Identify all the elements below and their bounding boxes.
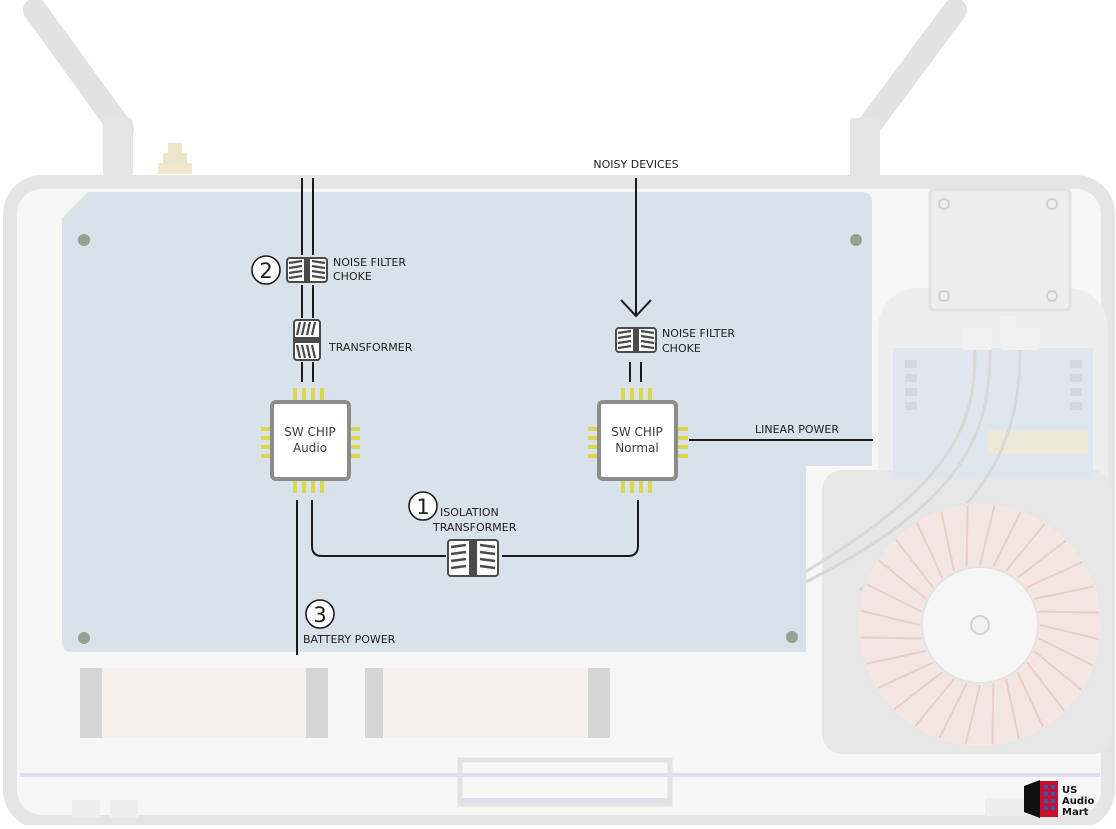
toroid-winding (877, 661, 934, 689)
right-antenna (850, 0, 967, 182)
toroid-winding (938, 683, 968, 739)
psu-board (893, 348, 1093, 478)
toroid-winding (866, 583, 922, 613)
logo-line1: US (1062, 785, 1077, 796)
marker-1: 1 (408, 491, 438, 521)
sw-chip-audio-line1: SW CHIP (284, 425, 335, 439)
noise-filter-choke-left (286, 257, 328, 283)
label-noise-filter-left-2: CHOKE (333, 270, 372, 283)
label-noise-filter-left-1: NOISE FILTER (333, 256, 406, 269)
marker-3-label: 3 (313, 603, 326, 627)
logo-line3: Mart (1062, 807, 1089, 818)
speaker-icon (1024, 780, 1058, 818)
toroid-winding (1005, 523, 1046, 572)
label-battery-power: BATTERY POWER (303, 633, 396, 646)
main-board (62, 192, 872, 652)
noise-filter-choke-right (615, 327, 657, 353)
toroid-winding (992, 511, 1022, 567)
sw-chip-audio: SW CHIP Audio (261, 388, 360, 493)
toroid-winding (1039, 624, 1100, 641)
sw-chip-normal-line1: SW CHIP (611, 425, 662, 439)
toroid-winding (991, 683, 995, 745)
label-noise-filter-right-1: NOISE FILTER (662, 327, 735, 340)
toroid-winding (1005, 678, 1020, 739)
toroid-winding (893, 671, 944, 710)
toroid-winding (878, 559, 927, 600)
toroid-winding (1026, 561, 1083, 589)
toroid-winding (964, 684, 981, 745)
bottom-modules (80, 668, 610, 738)
heatsink-block (928, 188, 1072, 312)
marker-2-label: 2 (259, 259, 272, 283)
logo-line2: Audio (1062, 796, 1094, 807)
toroid-winding (916, 522, 944, 579)
toroid-winding (965, 505, 969, 567)
psu-pins (905, 360, 1082, 410)
board-mounting-holes (78, 234, 862, 644)
toroidal-transformer (857, 502, 1103, 748)
toroid-winding (1033, 650, 1082, 691)
wires (296, 178, 873, 655)
heatsink-screws (938, 198, 1058, 302)
marker-3: 3 (305, 599, 335, 629)
toroid-winding (1026, 661, 1065, 712)
label-isolation-1: ISOLATION (440, 506, 499, 519)
us-audio-mart-logo: US Audio Mart (1024, 780, 1094, 818)
label-isolation-2: TRANSFORMER (432, 521, 517, 534)
marker-1-label: 1 (416, 495, 429, 519)
toroid-winding (866, 650, 927, 665)
isolation-transformer-component (447, 539, 499, 577)
label-transformer: TRANSFORMER (328, 341, 413, 354)
sw-chip-normal: SW CHIP Normal (588, 388, 688, 493)
toroid-winding (940, 511, 955, 572)
label-noise-filter-right-2: CHOKE (662, 342, 701, 355)
toroid-winding (914, 678, 955, 727)
sw-chip-normal-line2: Normal (615, 441, 658, 455)
toroid-winding (895, 538, 934, 589)
sw-chip-audio-line2: Audio (293, 441, 327, 455)
bottom-rail (20, 757, 1100, 818)
toroid-winding (1033, 585, 1094, 600)
label-noisy-devices: NOISY DEVICES (593, 158, 678, 171)
toroid-winding (860, 636, 922, 640)
toroid-winding (860, 609, 921, 626)
toroid-winding (1016, 540, 1067, 579)
left-antenna (23, 0, 134, 182)
label-linear-power: LINEAR POWER (755, 423, 839, 436)
connector-post (158, 143, 192, 174)
toroid-winding (1038, 610, 1100, 614)
toroid-winding (979, 505, 996, 566)
marker-2: 2 (251, 255, 281, 285)
toroid-winding (1016, 671, 1044, 728)
toroid-winding (1038, 637, 1094, 667)
transformer-component (293, 319, 321, 361)
